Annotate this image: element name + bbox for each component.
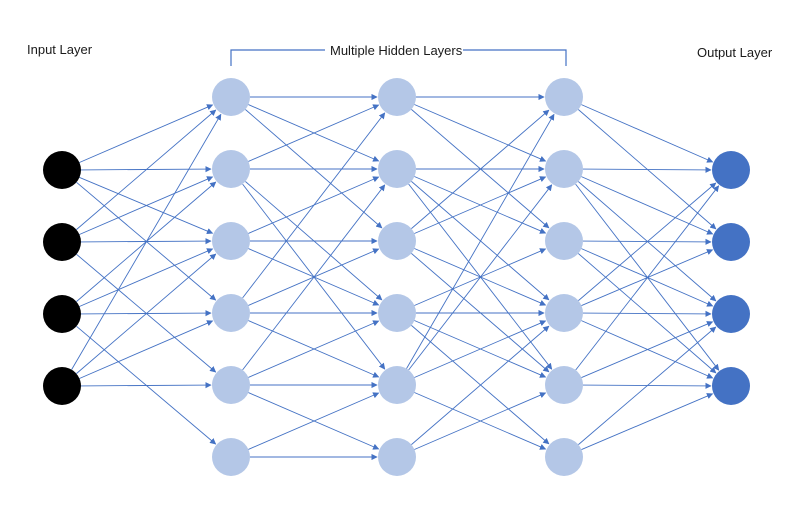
hidden-3-node-2 xyxy=(545,150,583,188)
input-node-2 xyxy=(43,223,81,261)
edge-hidden-2-2-to-hidden-3-1 xyxy=(414,176,547,234)
network-nodes xyxy=(43,78,750,476)
edge-hidden-2-0-to-hidden-3-1 xyxy=(414,104,547,162)
edge-input-3-to-hidden-1-2 xyxy=(76,253,217,374)
hidden-2-node-5 xyxy=(378,366,416,404)
hidden-layers-label: Multiple Hidden Layers xyxy=(330,43,463,58)
input-node-1 xyxy=(43,151,81,189)
hidden-2-node-3 xyxy=(378,222,416,260)
hidden-2-node-1 xyxy=(378,78,416,116)
edge-hidden-1-4-to-hidden-2-3 xyxy=(248,320,380,378)
hidden-1-node-5 xyxy=(212,366,250,404)
edge-hidden-2-4-to-hidden-3-1 xyxy=(408,184,553,371)
bracket-line xyxy=(230,49,567,66)
hidden-1-node-1 xyxy=(212,78,250,116)
edge-hidden-3-4-to-output-0 xyxy=(575,185,720,371)
edge-hidden-1-5-to-hidden-2-4 xyxy=(248,392,380,450)
hidden-2-node-2 xyxy=(378,150,416,188)
input-layer-label: Input Layer xyxy=(27,42,93,57)
edge-hidden-3-3-to-output-2 xyxy=(582,310,712,318)
edge-hidden-3-5-to-output-2 xyxy=(578,326,717,445)
edge-input-3-to-hidden-1-4 xyxy=(80,381,212,389)
output-node-3 xyxy=(712,295,750,333)
edge-hidden-1-3-to-hidden-2-0 xyxy=(242,112,386,299)
edge-input-2-to-hidden-1-2 xyxy=(79,248,214,307)
edge-hidden-2-4-to-hidden-3-0 xyxy=(406,113,555,369)
hidden-1-node-6 xyxy=(212,438,250,476)
edge-hidden-3-4-to-output-2 xyxy=(581,321,714,379)
hidden-3-node-4 xyxy=(545,294,583,332)
edge-input-1-to-hidden-1-0 xyxy=(76,109,217,230)
edge-hidden-2-3-to-hidden-3-5 xyxy=(411,325,550,445)
edge-input-3-to-hidden-1-3 xyxy=(79,320,214,379)
edge-input-0-to-hidden-1-0 xyxy=(79,104,214,163)
edge-hidden-2-5-to-hidden-3-3 xyxy=(411,325,550,445)
edge-hidden-1-1-to-hidden-2-0 xyxy=(248,104,380,162)
hidden-3-node-6 xyxy=(545,438,583,476)
edge-input-1-to-hidden-1-1 xyxy=(79,176,214,235)
hidden-2-node-4 xyxy=(378,294,416,332)
hidden-1-node-2 xyxy=(212,150,250,188)
edge-hidden-3-0-to-output-0 xyxy=(581,104,714,163)
hidden-2-node-6 xyxy=(378,438,416,476)
input-node-4 xyxy=(43,367,81,405)
output-layer-label: Output Layer xyxy=(697,45,773,60)
edge-hidden-3-1-to-output-1 xyxy=(581,176,714,235)
edge-hidden-3-1-to-output-0 xyxy=(582,166,712,174)
edge-hidden-3-3-to-output-0 xyxy=(578,182,717,301)
edge-hidden-2-1-to-hidden-3-3 xyxy=(411,181,550,301)
hidden-3-node-5 xyxy=(545,366,583,404)
input-node-3 xyxy=(43,295,81,333)
hidden-3-node-3 xyxy=(545,222,583,260)
edge-hidden-2-2-to-hidden-3-0 xyxy=(411,109,550,229)
hidden-1-node-3 xyxy=(212,222,250,260)
edge-hidden-3-5-to-output-3 xyxy=(581,393,714,451)
hidden-3-node-1 xyxy=(545,78,583,116)
edge-hidden-2-5-to-hidden-3-4 xyxy=(414,392,547,450)
edge-hidden-1-4-to-hidden-2-1 xyxy=(242,184,386,371)
edge-hidden-2-4-to-hidden-3-3 xyxy=(414,320,547,378)
connection-edges xyxy=(71,93,720,461)
output-node-4 xyxy=(712,367,750,405)
output-node-2 xyxy=(712,223,750,261)
hidden-1-node-4 xyxy=(212,294,250,332)
edge-input-3-to-hidden-1-0 xyxy=(71,113,222,370)
output-node-1 xyxy=(712,151,750,189)
hidden-layers-bracket xyxy=(230,49,567,66)
